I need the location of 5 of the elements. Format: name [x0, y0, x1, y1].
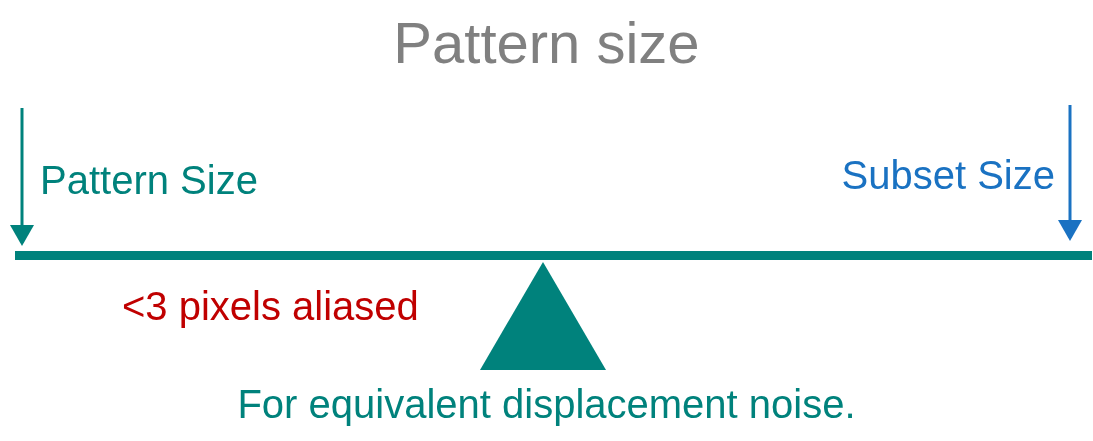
- left-side-label: Pattern Size: [40, 160, 258, 200]
- title: Pattern size: [392, 14, 701, 72]
- note-text: <3 pixels aliased: [122, 286, 419, 326]
- caption-text: For equivalent displacement noise.: [236, 384, 857, 424]
- right-side-label: Subset Size: [841, 155, 1055, 195]
